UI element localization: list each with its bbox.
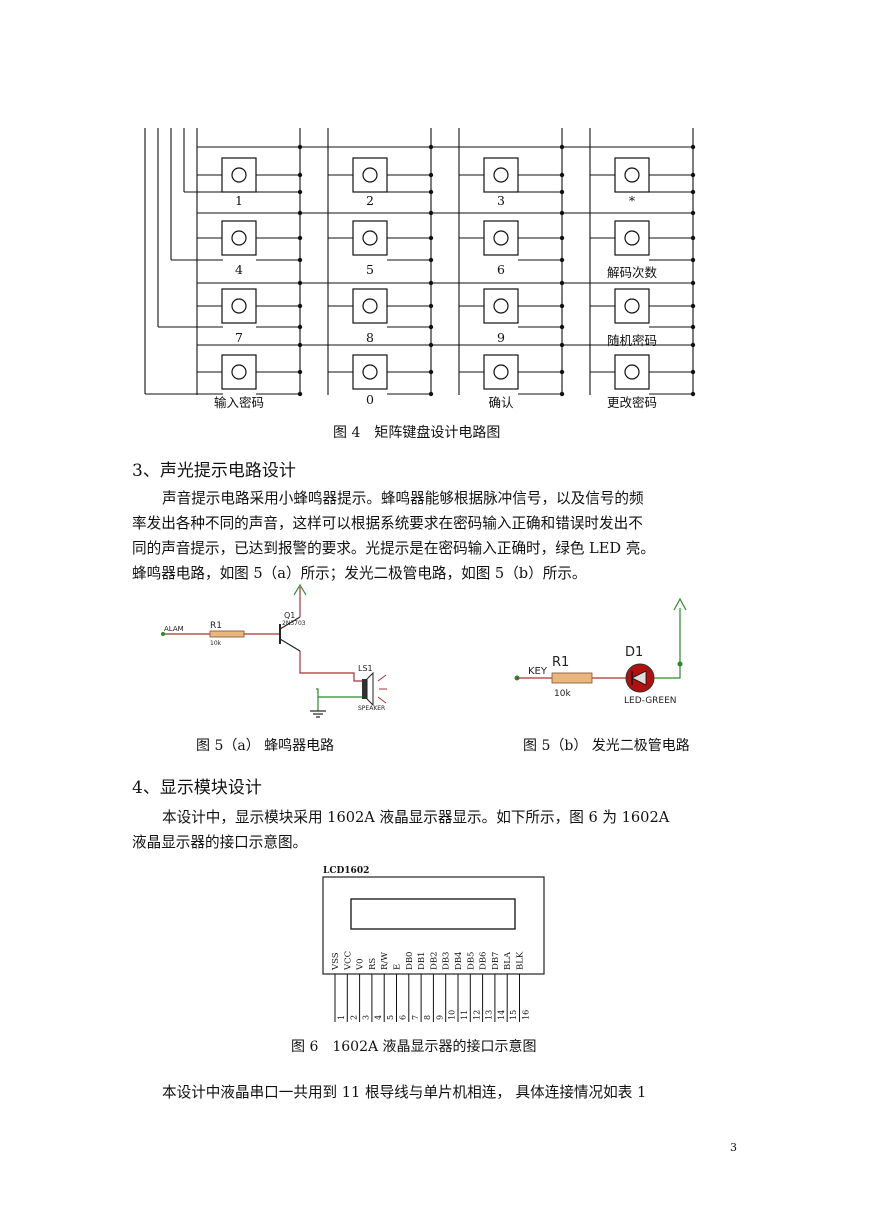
keypad-key-label: *	[628, 193, 636, 208]
alam-label: ALAM	[164, 625, 184, 633]
section-3-paragraph: 声音提示电路采用小蜂鸣器提示。蜂鸣器能够根据脉冲信号，以及信号的频 率发出各种不…	[132, 486, 742, 586]
ls1-label: LS1	[358, 664, 373, 673]
keypad-key	[221, 220, 257, 256]
lcd-pin-number: 5	[386, 1015, 395, 1020]
keypad-key-label: 1	[235, 193, 243, 208]
keypad-figure: 1 2 3 * 4 5 6 解码次数 7 8 9 随机密码输入密码 0 确认 更改密码	[0, 0, 869, 415]
keypad-key-label: 更改密码	[606, 395, 657, 410]
r1-label: R1	[210, 621, 222, 631]
paragraph-line: 同的声音提示，已达到报警的要求。光提示是在密码输入正确时，绿色 LED 亮。	[132, 540, 655, 557]
keypad-key-label: 6	[497, 262, 505, 277]
lcd-pin-name: BLA	[503, 951, 513, 970]
paragraph-line: 液晶显示器的接口示意图。	[132, 834, 308, 851]
paragraph-line: 本设计中，显示模块采用 1602A 液晶显示器显示。如下所示，图 6 为 160…	[162, 809, 670, 826]
lcd-pin-number: 12	[472, 1010, 481, 1020]
lcd-title: LCD1602	[323, 866, 369, 876]
keypad-key-label: 7	[235, 330, 243, 345]
keypad-key-label: 8	[366, 330, 374, 345]
lcd-pin-number: 8	[423, 1015, 432, 1020]
lcd-pin-name: R/W	[380, 952, 390, 970]
section-4-paragraph: 本设计中，显示模块采用 1602A 液晶显示器显示。如下所示，图 6 为 160…	[132, 805, 742, 855]
led-circuit: KEY R1 10k D1 LED-GREEN	[514, 597, 687, 706]
figure-4-caption: 图 4 矩阵键盘设计电路图	[333, 425, 501, 441]
keypad-circuit	[144, 128, 696, 397]
keypad-key-label: 确认	[488, 395, 514, 410]
keypad-key-label: 9	[497, 330, 505, 345]
lcd-pin-name: RS	[368, 958, 378, 970]
speaker-label: SPEAKER	[358, 705, 385, 712]
key-label: KEY	[528, 666, 548, 677]
keypad-key-label: 4	[235, 262, 243, 277]
lcd-pin-name: DB3	[442, 952, 452, 970]
lcd-pin-number: 16	[522, 1010, 531, 1020]
lcd-pin-name: DB1	[417, 952, 427, 970]
paragraph-line: 率发出各种不同的声音，这样可以根据系统要求在密码输入正确和错误时发出不	[132, 515, 643, 532]
lcd-pin-name: BLK	[516, 951, 526, 970]
keypad-key-label: 3	[497, 193, 505, 208]
paragraph-line: 蜂鸣器电路，如图 5（a）所示；发光二极管电路，如图 5（b）所示。	[132, 565, 587, 582]
q1-label: Q1	[284, 611, 295, 620]
lcd-pin-number: 14	[497, 1010, 506, 1020]
keypad-key	[614, 220, 650, 256]
lcd-pin-number: 6	[399, 1015, 408, 1020]
page-number: 3	[730, 1141, 737, 1154]
lcd-pin-number: 9	[435, 1015, 444, 1020]
lcd-pin-name: DB7	[491, 952, 501, 970]
lcd-pin-number: 1	[337, 1015, 346, 1020]
lcd1602-diagram: LCD1602 VSS 1 VCC 2 V0 3 RS 4 R/W 5 E 6 DB0 7 DB1 8 DB2 9…	[322, 866, 545, 1022]
lcd-pin-name: DB5	[466, 952, 476, 970]
lcd-pin-number: 10	[448, 1010, 457, 1020]
lcd1602-figure: LCD1602 VSS 1 VCC 2 V0 3 RS 4 R/W 5 E 6 DB0 7 DB1 8 DB2 9…	[318, 862, 550, 1030]
lcd-pin-number: 13	[485, 1010, 494, 1020]
lcd-pin-name: VSS	[331, 952, 341, 971]
keypad-key-label: 2	[366, 193, 374, 208]
figure-5b-caption: 图 5（b） 发光二极管电路	[523, 738, 690, 754]
keypad-key	[352, 220, 388, 256]
d1-label: D1	[625, 645, 643, 660]
lcd-pin-number: 3	[362, 1015, 371, 1020]
r1-value: 10k	[554, 689, 571, 699]
r1-value: 10k	[210, 640, 222, 647]
lcd-pin-number: 2	[349, 1015, 358, 1020]
keypad-key-label: 随机密码	[606, 333, 657, 348]
lcd-pin-name: DB0	[405, 952, 415, 970]
keypad-key-label: 0	[366, 392, 374, 407]
lcd-pin-number: 4	[374, 1015, 383, 1020]
section-3-heading: 3、声光提示电路设计	[132, 461, 296, 481]
section-4-heading: 4、显示模块设计	[132, 778, 262, 798]
keypad-key-label: 输入密码	[213, 395, 264, 410]
lcd-pin-number: 7	[411, 1015, 420, 1020]
lcd-pin-name: DB4	[454, 952, 464, 970]
lcd-pin-number: 11	[460, 1010, 469, 1020]
q1-model: 2N3703	[282, 620, 306, 627]
led-green-label: LED-GREEN	[624, 696, 677, 706]
keypad-key-label: 5	[366, 262, 374, 277]
figure-6-caption: 图 6 1602A 液晶显示器的接口示意图	[291, 1039, 537, 1055]
lcd-pin-name: V0	[356, 958, 366, 971]
figure-5a-caption: 图 5（a） 蜂鸣器电路	[196, 738, 335, 754]
lcd-pin-name: VCC	[343, 951, 353, 971]
lcd-pin-number: 15	[509, 1010, 518, 1020]
buzzer-circuit: ALAM R1 10k Q1 2N3703 LS1 SPEAKER	[161, 583, 387, 718]
lcd-pin-name: E	[393, 964, 403, 970]
lcd-pin-name: DB2	[429, 952, 439, 970]
lcd-pin-name: DB6	[479, 952, 489, 970]
closing-paragraph: 本设计中液晶串口一共用到 11 根导线与单片机相连， 具体连接情况如表 1	[162, 1084, 647, 1101]
keypad-key-label: 解码次数	[606, 265, 657, 280]
paragraph-line: 声音提示电路采用小蜂鸣器提示。蜂鸣器能够根据脉冲信号，以及信号的频	[162, 490, 644, 507]
r1-label: R1	[552, 655, 569, 670]
